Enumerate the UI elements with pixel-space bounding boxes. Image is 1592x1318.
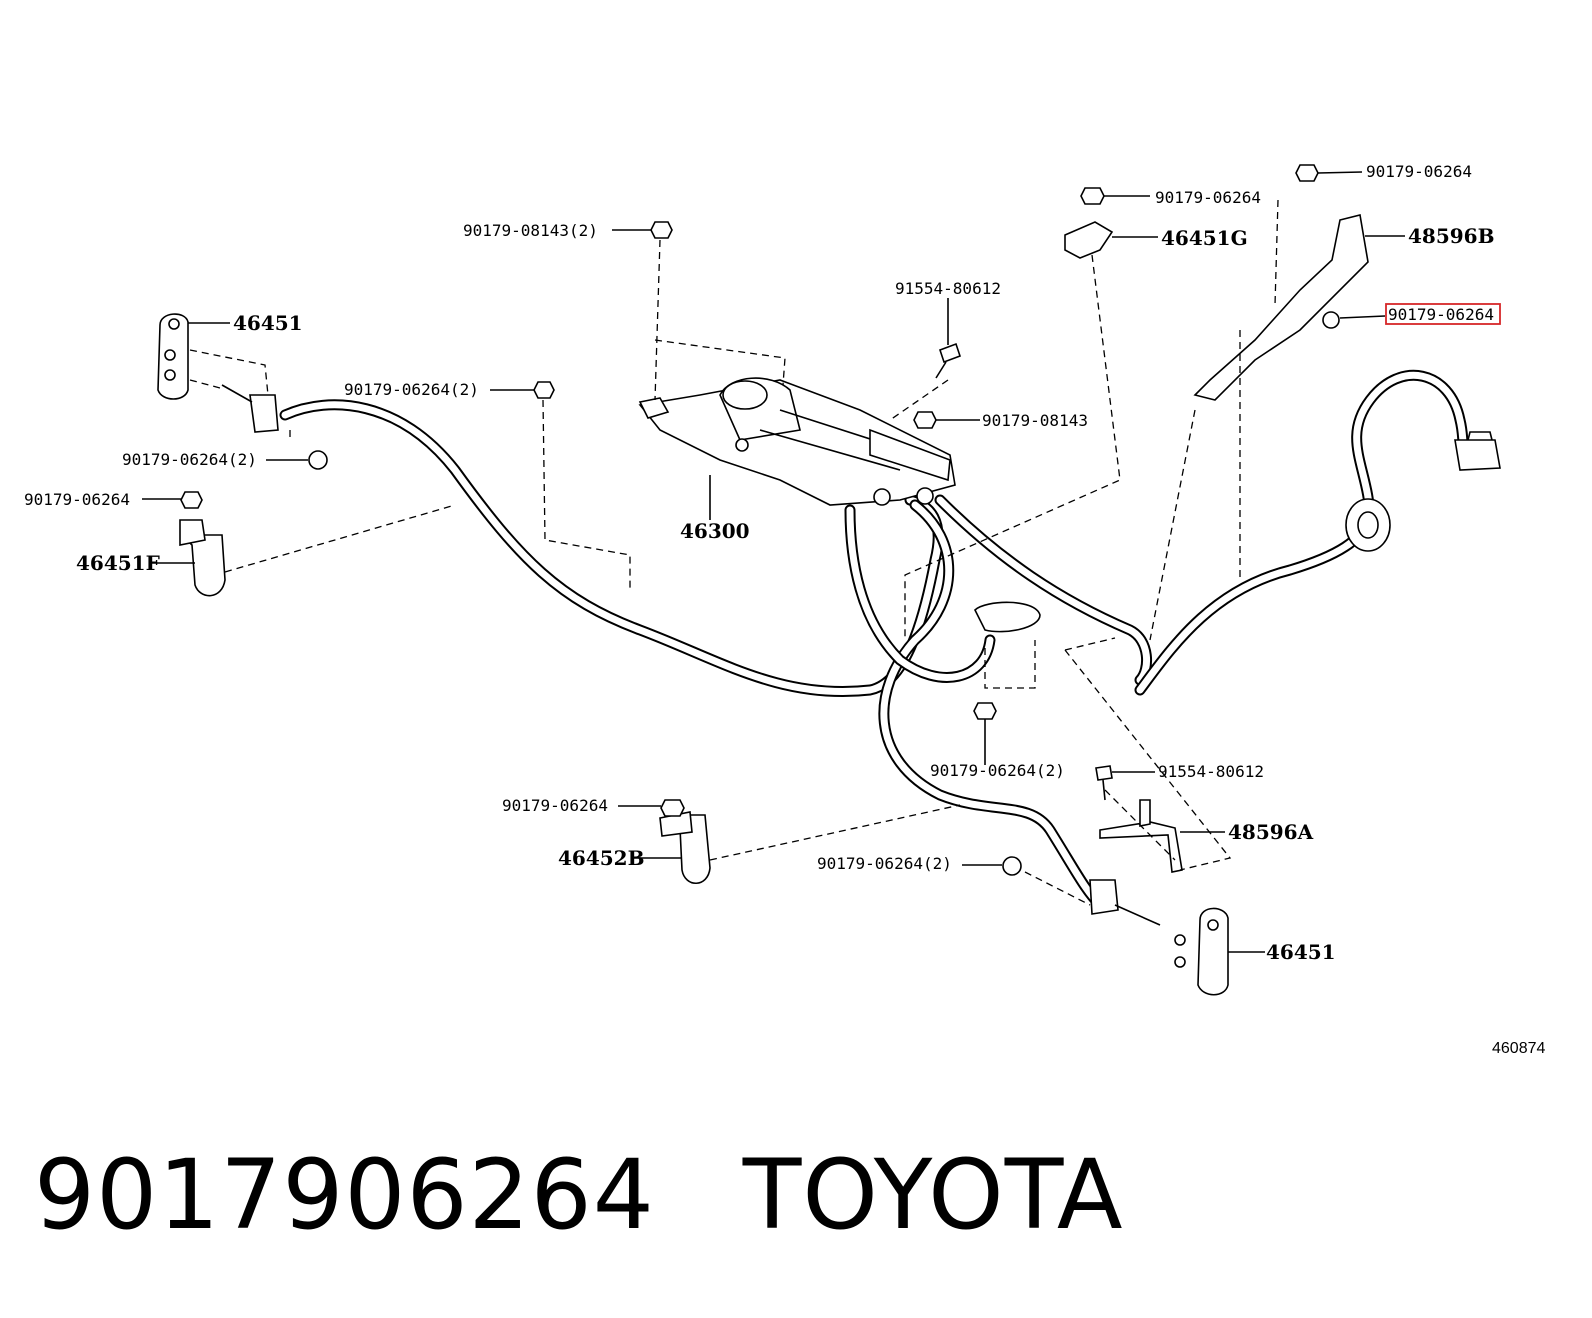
part-caption: 9017906264 TOYOTA xyxy=(34,1135,1124,1255)
connector xyxy=(1454,431,1501,471)
relation-lines xyxy=(189,199,1279,906)
reference-code: 460874 xyxy=(1492,1040,1546,1057)
callout-46451F: 46451F xyxy=(76,551,160,575)
bolt-icons xyxy=(935,342,1113,801)
harness-cable xyxy=(1134,369,1476,696)
bracket-46451-right xyxy=(1089,879,1229,996)
bracket-46451-left xyxy=(157,313,279,433)
callout-90179-06264-2-a: 90179-06264(2) xyxy=(344,380,479,399)
callout-90179-06264-d: 90179-06264 xyxy=(502,796,608,815)
callout-90179-06264-c: 90179-06264 xyxy=(24,490,130,509)
right-rear-cable xyxy=(934,494,1153,686)
callout-46300: 46300 xyxy=(680,519,750,543)
callout-90179-06264-a: 90179-06264 xyxy=(1155,188,1261,207)
callout-90179-06264-2-d: 90179-06264(2) xyxy=(817,854,952,873)
clip-46451F xyxy=(179,519,226,597)
callout-91554-80612-bottom: 91554-80612 xyxy=(1158,762,1264,781)
nut-icons xyxy=(180,164,1340,876)
callout-90179-08143: 90179-08143 xyxy=(982,411,1088,430)
grommet xyxy=(1345,498,1391,552)
callout-46451-left: 46451 xyxy=(233,311,303,335)
highlight-box xyxy=(1385,303,1501,325)
parking-brake-cable-diagram: 90179-08143(2) 91554-80612 90179-06264 4… xyxy=(24,162,1501,996)
bracket-48596B xyxy=(1193,214,1369,401)
bracket-center xyxy=(974,601,1041,633)
bracket-48596A xyxy=(1099,799,1183,873)
brand-name: TOYOTA xyxy=(742,1139,1124,1251)
leader-lines xyxy=(142,171,1405,953)
parking-brake-actuator xyxy=(638,377,956,506)
center-cable xyxy=(844,504,996,683)
left-rear-cable xyxy=(878,499,1106,911)
callout-90179-06264-b: 90179-06264 xyxy=(1366,162,1472,181)
callout-46451G: 46451G xyxy=(1161,226,1248,250)
callout-48596B: 48596B xyxy=(1408,224,1494,248)
callout-46451-right: 46451 xyxy=(1266,940,1336,964)
callout-46452B: 46452B xyxy=(558,846,644,870)
callout-90179-08143-2: 90179-08143(2) xyxy=(463,221,598,240)
callout-90179-06264-highlighted: 90179-06264 xyxy=(1388,305,1494,324)
callout-48596A: 48596A xyxy=(1228,820,1314,844)
callout-90179-06264-2-c: 90179-06264(2) xyxy=(930,761,1065,780)
callout-90179-06264-2-b: 90179-06264(2) xyxy=(122,450,257,469)
clip-46452B xyxy=(659,811,711,885)
front-cable xyxy=(279,399,944,698)
callout-91554-80612-top: 91554-80612 xyxy=(895,279,1001,298)
clip-46451G xyxy=(1064,221,1114,259)
part-number: 9017906264 xyxy=(34,1139,655,1251)
